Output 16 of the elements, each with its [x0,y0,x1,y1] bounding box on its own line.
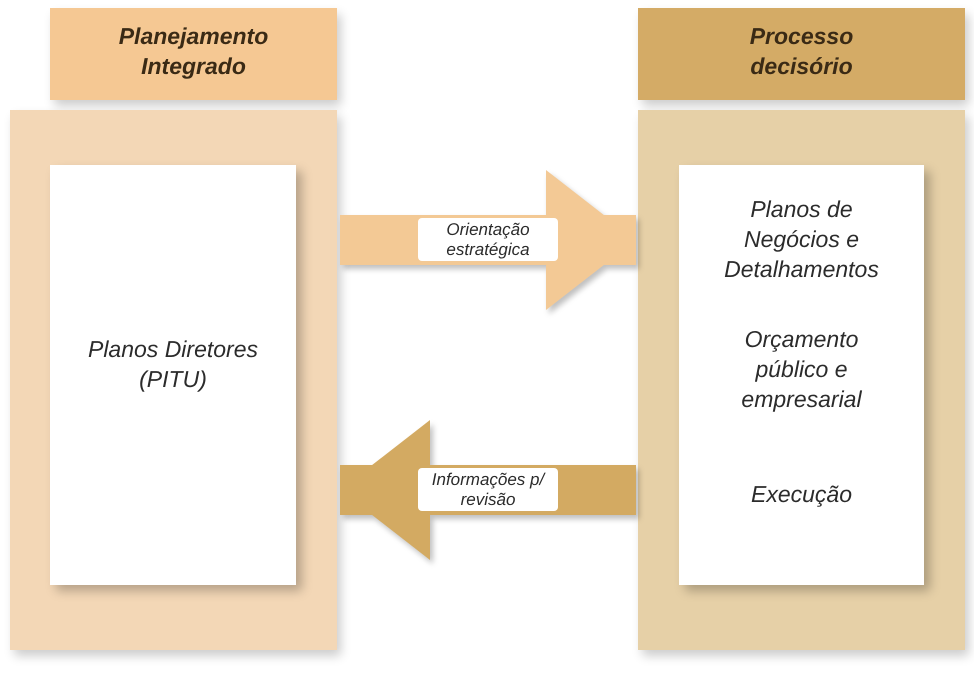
column-panel [10,110,337,650]
content-card [50,165,296,585]
block-arrow [340,170,636,310]
column-header [50,8,337,100]
column-panel [638,110,965,650]
block-arrow [340,420,636,560]
header-title: Processo decisório [748,22,854,81]
card-text: Orçamento público e empresarial [740,325,863,414]
card-text: Planos Diretores (PITU) [86,335,260,394]
header-title: Planejamento Integrado [118,22,270,81]
content-card [679,165,924,585]
edge-label: Orientação estratégica [418,218,558,262]
edge-label: Informações p/ revisão [418,468,558,512]
column-header [638,8,965,100]
card-text: Planos de Negócios e Detalhamentos [723,195,880,284]
card-text: Execução [750,480,853,509]
